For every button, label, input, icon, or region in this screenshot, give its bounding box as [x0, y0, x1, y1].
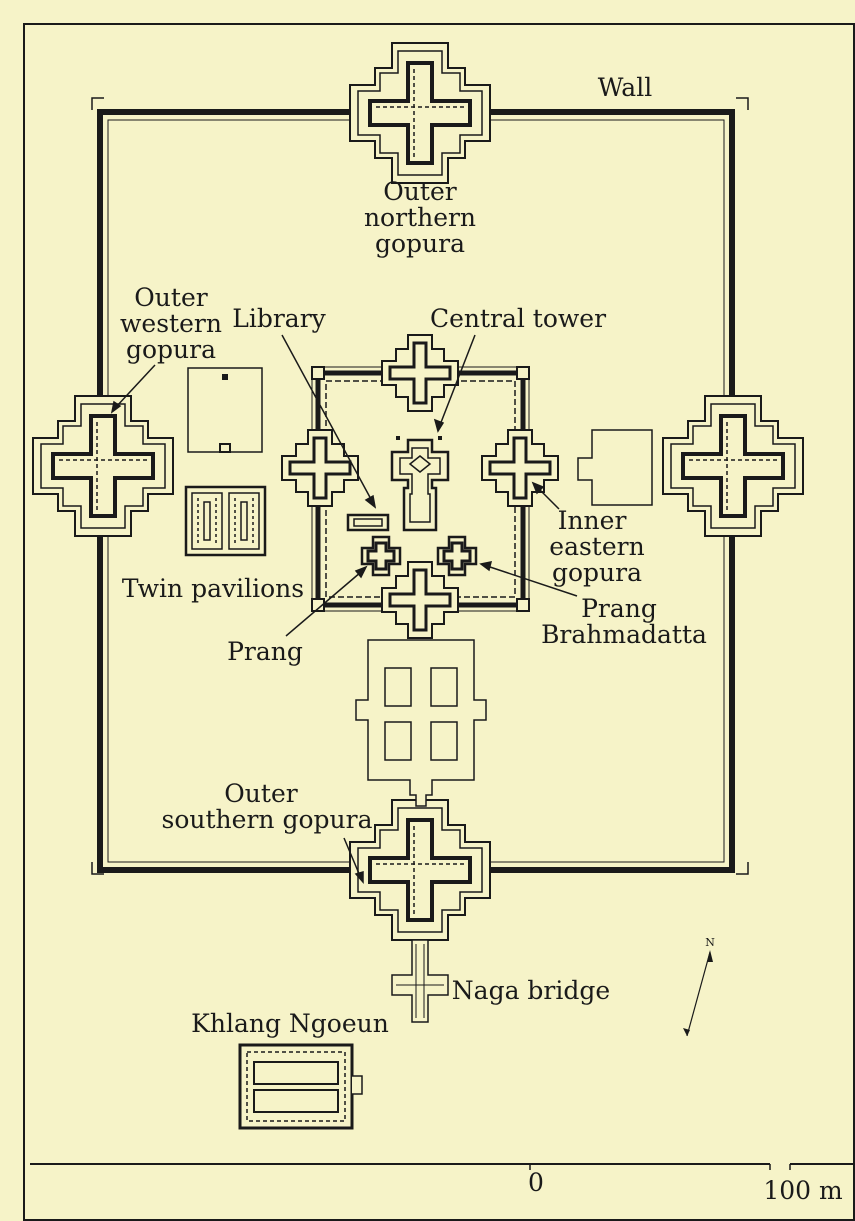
- outer-northern-gopura: [348, 41, 492, 185]
- label-naga-bridge: Naga bridge: [452, 976, 610, 1005]
- inner-western-gopura: [280, 428, 360, 508]
- scale-end-label: 100 m: [763, 1176, 843, 1205]
- label-wall: Wall: [598, 73, 652, 102]
- label-inner-eastern-gopura-2: eastern: [549, 532, 644, 561]
- label-outer-southern-gopura-1: Outer: [224, 779, 297, 808]
- label-central-tower: Central tower: [430, 304, 606, 333]
- outer-western-gopura: [31, 394, 175, 538]
- label-library: Library: [232, 304, 326, 333]
- inner-southern-gopura: [380, 560, 460, 640]
- prang-brahmadatta: [436, 535, 478, 577]
- south-hall: [355, 639, 487, 807]
- inner-eastern-gopura: [480, 428, 560, 508]
- label-twin-pavilions: Twin pavilions: [122, 574, 304, 603]
- label-prang: Prang: [227, 637, 303, 666]
- north-arrow: N: [683, 936, 715, 1037]
- label-prang-brahmadatta-1: Prang: [581, 594, 657, 623]
- label-inner-eastern-gopura-1: Inner: [558, 506, 627, 535]
- west-building: [187, 367, 263, 453]
- twin-pavilions: [184, 485, 267, 557]
- outer-eastern-gopura: [661, 394, 805, 538]
- leader-arrows: [110, 334, 578, 884]
- label-prang-brahmadatta-2: Brahmadatta: [541, 620, 707, 649]
- inner-northern-gopura: [380, 333, 460, 413]
- label-outer-northern-gopura-2: northern: [364, 203, 476, 232]
- naga-bridge: [391, 939, 449, 1023]
- library: [346, 513, 390, 532]
- label-outer-western-gopura-3: gopura: [126, 335, 216, 364]
- scale-bar: 0 100 m: [30, 1163, 855, 1205]
- label-outer-northern-gopura-1: Outer: [383, 177, 456, 206]
- khlang-ngoeun-building: [238, 1043, 363, 1130]
- central-tower: [390, 436, 450, 532]
- label-outer-western-gopura-2: western: [120, 309, 222, 338]
- page-frame: [23, 23, 855, 1221]
- label-outer-northern-gopura-3: gopura: [375, 229, 465, 258]
- label-khlang-ngoeun: Khlang Ngoeun: [191, 1009, 389, 1038]
- label-outer-southern-gopura-2: southern gopura: [162, 805, 373, 834]
- label-inner-eastern-gopura-3: gopura: [552, 558, 642, 587]
- east-building: [577, 429, 653, 506]
- prang: [360, 535, 402, 577]
- label-outer-western-gopura-1: Outer: [134, 283, 207, 312]
- north-arrow-label: N: [705, 936, 715, 949]
- scale-start-label: 0: [528, 1168, 544, 1197]
